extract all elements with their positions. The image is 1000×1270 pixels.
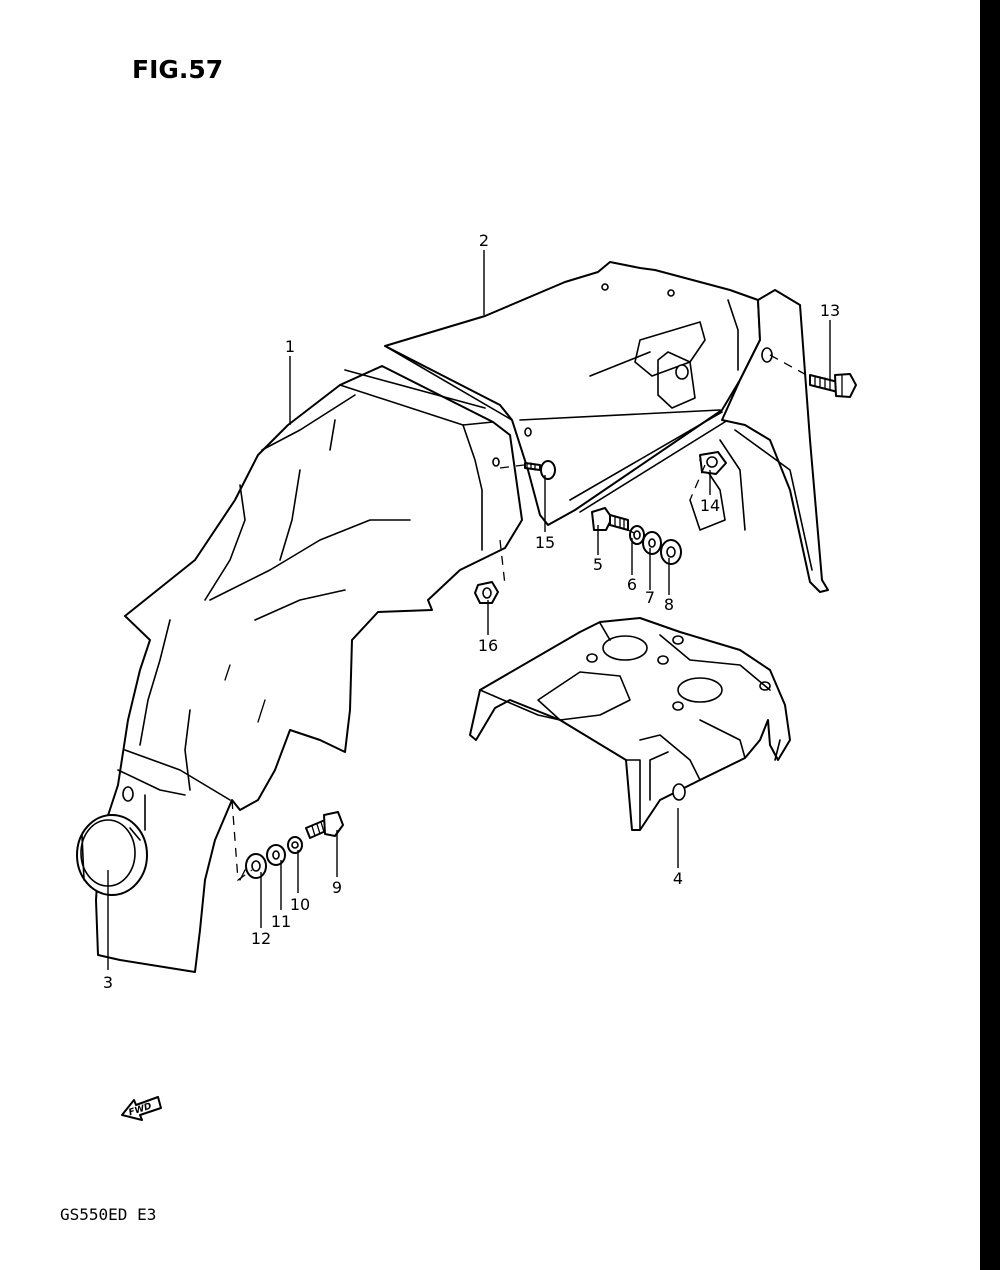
part-1-rear-fender: [95, 365, 523, 973]
part-3-reflector: [76, 814, 148, 896]
part-9-bolt: [305, 811, 344, 839]
part-12-washer: [245, 853, 267, 879]
callout-14: 14: [700, 496, 720, 515]
part-11-washer: [266, 844, 286, 866]
callout-3: 3: [103, 973, 113, 992]
callout-5: 5: [593, 555, 603, 574]
part-10-lock-washer: [287, 836, 303, 854]
callout-6: 6: [627, 575, 637, 594]
part-6-lock-washer: [629, 525, 645, 545]
part-5-bolt: [591, 507, 629, 531]
part-2-fender-extension: [384, 261, 829, 593]
part-15-screw: [524, 460, 556, 480]
part-4-bracket-plate: [469, 617, 791, 831]
part-13-bolt: [809, 373, 857, 398]
callout-2: 2: [479, 231, 489, 250]
leader-lines: [107, 250, 831, 970]
part-8-washer: [660, 539, 682, 565]
callout-labels: 1 2 3 4 5 6 7 8 9 10 11 12 13 14 15 16: [103, 231, 840, 992]
callout-7: 7: [645, 588, 655, 607]
part-14-nut: [699, 451, 727, 475]
model-code: GS550ED E3: [60, 1205, 156, 1224]
callout-8: 8: [664, 595, 674, 614]
callout-4: 4: [673, 869, 683, 888]
assembly-lines: [231, 354, 813, 882]
callout-9: 9: [332, 878, 342, 897]
figure-title: FIG.57: [132, 55, 223, 84]
callout-10: 10: [290, 895, 310, 914]
page-edge-bar: [980, 0, 1000, 1270]
callout-12: 12: [251, 929, 271, 948]
callout-13: 13: [820, 301, 840, 320]
part-7-washer: [642, 531, 662, 555]
callout-15: 15: [535, 533, 555, 552]
part-16-nut: [474, 581, 499, 604]
callout-1: 1: [285, 337, 295, 356]
callout-16: 16: [478, 636, 498, 655]
callout-11: 11: [271, 912, 291, 931]
fwd-direction-arrow: FWD: [121, 1096, 162, 1121]
